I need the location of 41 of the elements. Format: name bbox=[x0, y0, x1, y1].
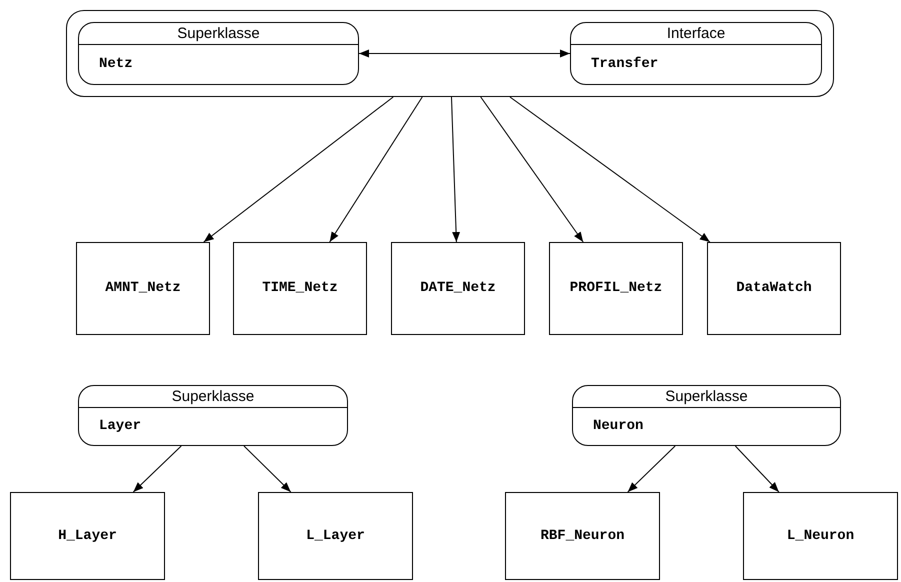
class-name: Transfer bbox=[591, 55, 658, 74]
class-name: DATE_Netz bbox=[420, 279, 496, 298]
class-name: RBF_Neuron bbox=[540, 526, 624, 546]
class-name: DataWatch bbox=[736, 279, 812, 298]
class-box bbox=[258, 492, 413, 580]
arrow bbox=[480, 96, 584, 242]
package-box bbox=[66, 10, 834, 97]
class-box bbox=[743, 492, 898, 580]
arrow bbox=[203, 96, 394, 242]
arrow bbox=[734, 446, 780, 492]
class-box bbox=[570, 22, 822, 85]
class-name: Neuron bbox=[593, 417, 644, 436]
arrow bbox=[329, 96, 423, 242]
class-box bbox=[707, 242, 841, 335]
class-name: TIME_Netz bbox=[262, 279, 338, 298]
arrow bbox=[627, 446, 676, 492]
arrow bbox=[450, 96, 460, 242]
class-box bbox=[572, 385, 841, 446]
class-name: Netz bbox=[99, 55, 133, 74]
class-name: H_Layer bbox=[58, 526, 117, 546]
arrow bbox=[244, 446, 292, 492]
class-box bbox=[76, 242, 210, 335]
class-box bbox=[78, 385, 348, 446]
class-box bbox=[10, 492, 165, 580]
class-box bbox=[78, 22, 359, 85]
class-name: PROFIL_Netz bbox=[570, 279, 662, 298]
class-name: L_Neuron bbox=[786, 526, 854, 546]
class-box bbox=[549, 242, 683, 335]
stereotype-label: Interface bbox=[666, 26, 726, 41]
class-name: Layer bbox=[99, 417, 142, 436]
class-box bbox=[233, 242, 367, 335]
stereotype-label: Superklasse bbox=[177, 26, 260, 41]
class-box bbox=[391, 242, 525, 335]
class-name: AMNT_Netz bbox=[105, 279, 181, 298]
class-box bbox=[505, 492, 660, 580]
arrow bbox=[509, 96, 710, 242]
class-name: L_Layer bbox=[306, 526, 365, 546]
stereotype-label: Superklasse bbox=[172, 389, 254, 404]
arrow bbox=[358, 50, 570, 58]
stereotype-label: Superklasse bbox=[665, 389, 748, 404]
arrow bbox=[132, 446, 182, 492]
